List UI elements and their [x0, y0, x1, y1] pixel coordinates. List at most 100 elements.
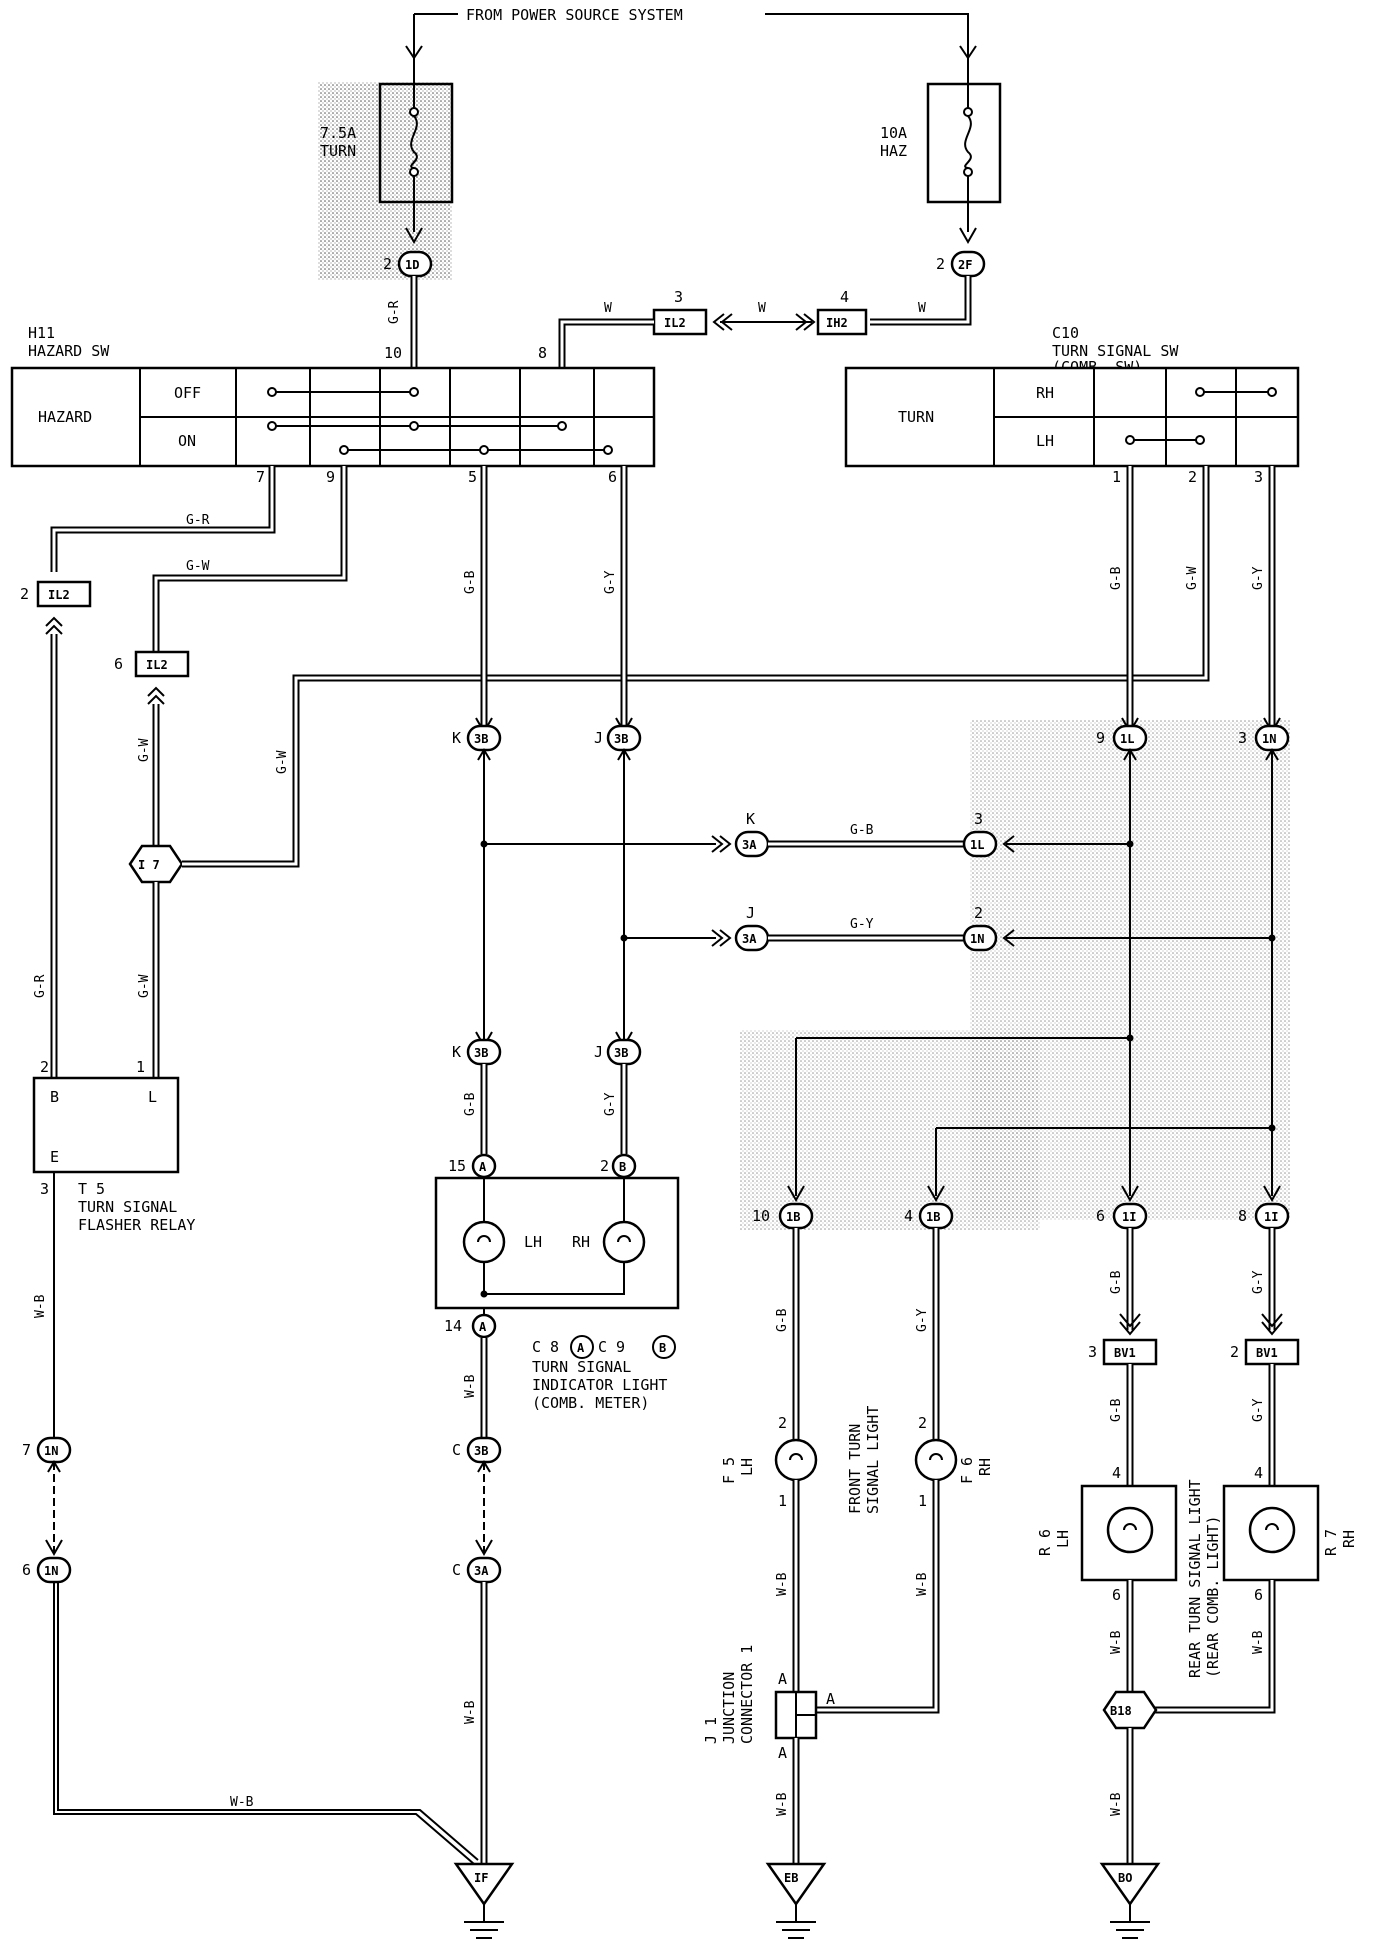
svg-text:TURN SIGNAL: TURN SIGNAL — [78, 1198, 177, 1216]
svg-text:3B: 3B — [474, 732, 488, 746]
svg-text:A: A — [577, 1341, 585, 1355]
svg-text:J: J — [746, 904, 755, 922]
svg-text:R 6: R 6 — [1036, 1529, 1054, 1556]
svg-text:G-Y: G-Y — [1251, 1270, 1266, 1294]
svg-text:I 7: I 7 — [138, 858, 160, 872]
connector-3a-k: 3A K — [734, 810, 770, 858]
svg-text:A: A — [479, 1320, 487, 1334]
svg-text:4: 4 — [904, 1207, 913, 1225]
svg-text:K: K — [452, 729, 461, 747]
svg-text:RH: RH — [1340, 1530, 1358, 1548]
connector-3a-c: 3A C — [452, 1556, 502, 1584]
svg-text:3: 3 — [1238, 729, 1247, 747]
svg-text:G-Y: G-Y — [603, 570, 618, 594]
svg-text:W-B: W-B — [1109, 1630, 1124, 1654]
svg-text:A: A — [826, 1690, 835, 1708]
connector-il2-top: IL2 3 — [652, 288, 708, 336]
svg-text:J: J — [594, 729, 603, 747]
svg-text:T 5: T 5 — [78, 1180, 105, 1198]
svg-text:LH: LH — [524, 1233, 542, 1251]
hazard-on: ON — [178, 432, 196, 450]
svg-text:2: 2 — [600, 1157, 609, 1175]
svg-text:G-W: G-W — [137, 974, 152, 998]
connector-3a-j: 3A J — [734, 904, 770, 952]
turn-lh: LH — [1036, 432, 1054, 450]
svg-text:6: 6 — [1254, 1586, 1263, 1604]
arrow-1d — [405, 227, 423, 245]
svg-text:LH: LH — [738, 1458, 756, 1476]
svg-text:7: 7 — [22, 1441, 31, 1459]
svg-text:1N: 1N — [44, 1564, 58, 1578]
svg-text:G-R: G-R — [33, 974, 48, 998]
svg-text:G-W: G-W — [137, 738, 152, 762]
svg-text:HAZARD SW: HAZARD SW — [28, 342, 110, 360]
svg-text:2: 2 — [20, 585, 29, 603]
svg-text:2: 2 — [974, 904, 983, 922]
svg-text:EB: EB — [784, 1871, 798, 1885]
svg-text:G-B: G-B — [1109, 1398, 1124, 1422]
svg-text:1B: 1B — [786, 1210, 800, 1224]
svg-text:3A: 3A — [742, 932, 757, 946]
turn-rh: RH — [1036, 384, 1054, 402]
hazard-off: OFF — [174, 384, 201, 402]
svg-text:10: 10 — [752, 1207, 770, 1225]
svg-text:CONNECTOR 1: CONNECTOR 1 — [738, 1645, 756, 1744]
svg-text:B: B — [50, 1088, 59, 1106]
svg-text:6: 6 — [114, 655, 123, 673]
svg-text:2: 2 — [40, 1058, 49, 1076]
fuse-haz-name: HAZ — [880, 142, 907, 160]
svg-text:G-Y: G-Y — [1251, 1398, 1266, 1422]
svg-text:G-B: G-B — [1109, 1270, 1124, 1294]
svg-text:B: B — [619, 1160, 626, 1174]
svg-text:6: 6 — [1096, 1207, 1105, 1225]
turn-label: TURN — [898, 408, 934, 426]
flasher-relay: 2 1 B L E 3 T 5 TURN SIGNAL FLASHER RELA… — [32, 1058, 195, 1234]
svg-text:W-B: W-B — [1251, 1630, 1266, 1654]
svg-text:G-Y: G-Y — [850, 917, 874, 932]
svg-text:G-R: G-R — [186, 513, 210, 528]
svg-text:1: 1 — [136, 1058, 145, 1076]
indicator-light: A 15 B 2 LH RH A 14 C 8 A C 9 B TURN SIG… — [434, 1153, 680, 1412]
svg-text:2F: 2F — [958, 258, 972, 272]
svg-text:C: C — [452, 1441, 461, 1459]
svg-text:LH: LH — [1054, 1530, 1072, 1548]
svg-text:6: 6 — [1112, 1586, 1121, 1604]
svg-text:A: A — [778, 1670, 787, 1688]
connector-il2-left: IL2 2 — [20, 580, 92, 608]
svg-text:8: 8 — [538, 344, 547, 362]
connector-1i-8: 1I 8 — [1238, 1202, 1290, 1230]
connector-3b-j2: 3B J — [594, 1038, 642, 1066]
connector-3b-k2: 3B K — [452, 1038, 502, 1066]
rear-light-name2: (REAR COMB. LIGHT) — [1204, 1515, 1222, 1678]
svg-text:W-B: W-B — [463, 1700, 478, 1724]
svg-text:7: 7 — [256, 468, 265, 486]
svg-text:JUNCTION: JUNCTION — [720, 1672, 738, 1744]
arrow-2f — [959, 227, 977, 245]
junction-i7: I 7 — [128, 844, 184, 884]
svg-text:K: K — [452, 1043, 461, 1061]
svg-text:2: 2 — [936, 255, 945, 273]
svg-text:C10: C10 — [1052, 324, 1079, 342]
svg-text:W: W — [758, 301, 766, 316]
svg-text:TURN SIGNAL: TURN SIGNAL — [532, 1358, 631, 1376]
connector-1d: 1D 2 — [383, 250, 433, 278]
connector-1n-2: 1N 2 — [962, 904, 998, 952]
svg-text:3: 3 — [974, 810, 983, 828]
shade-front-area — [740, 1030, 1040, 1230]
svg-text:3: 3 — [40, 1180, 49, 1198]
svg-text:3A: 3A — [742, 838, 757, 852]
svg-text:2: 2 — [778, 1414, 787, 1432]
svg-text:4: 4 — [840, 288, 849, 306]
svg-text:W: W — [918, 301, 926, 316]
svg-text:2: 2 — [1230, 1343, 1239, 1361]
svg-text:3B: 3B — [474, 1046, 488, 1060]
svg-text:4: 4 — [1254, 1464, 1263, 1482]
connector-1n-6: 1N 6 — [22, 1556, 72, 1584]
svg-text:G-Y: G-Y — [603, 1092, 618, 1116]
svg-text:1L: 1L — [1120, 732, 1134, 746]
svg-text:RH: RH — [572, 1233, 590, 1251]
svg-text:1I: 1I — [1264, 1210, 1278, 1224]
svg-text:W: W — [604, 301, 612, 316]
svg-text:A: A — [778, 1744, 787, 1762]
